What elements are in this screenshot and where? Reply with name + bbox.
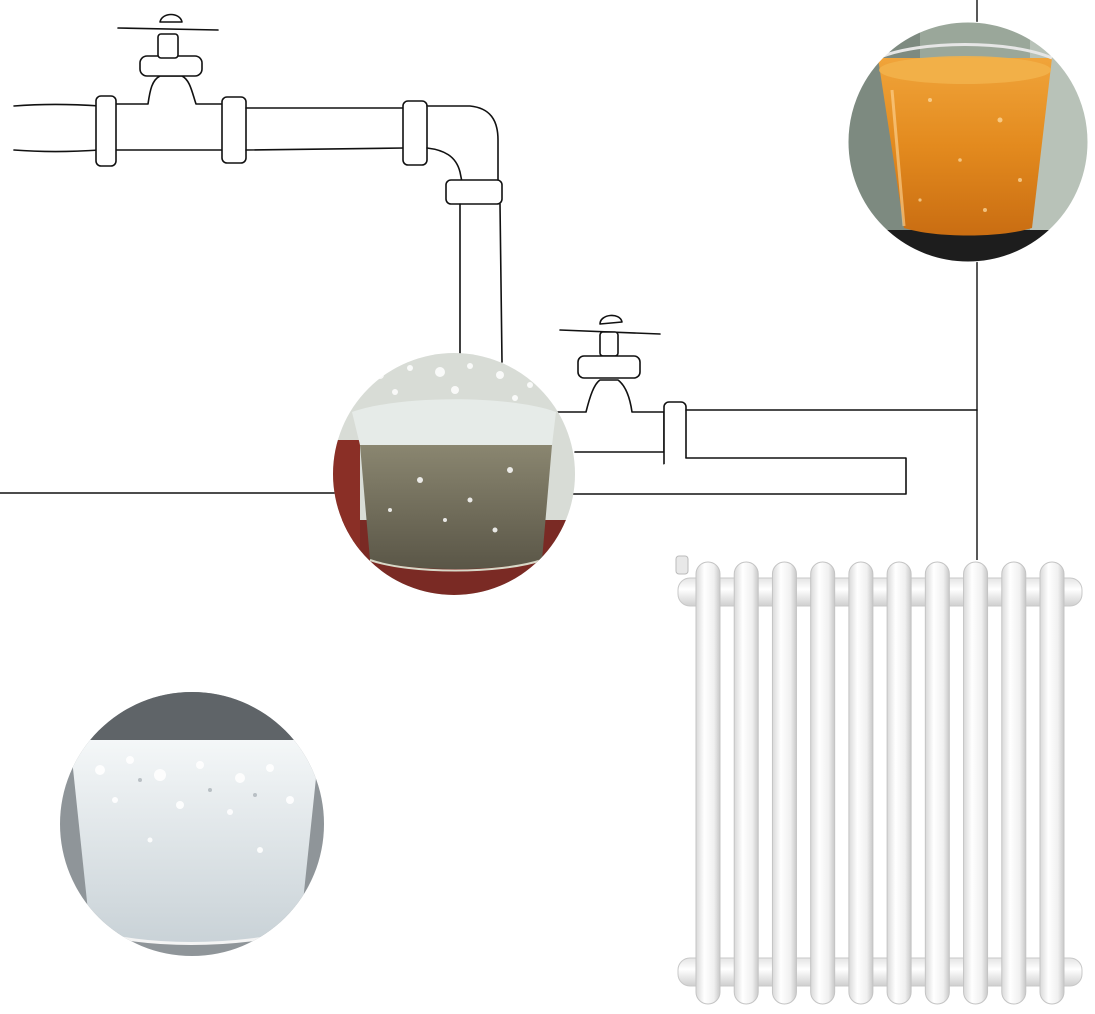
- radiator-column: [963, 561, 989, 1005]
- grey-water-sample: [333, 353, 575, 595]
- radiator-column: [1039, 561, 1065, 1005]
- lower-pipe: [551, 314, 978, 495]
- upper-pipe: [13, 13, 503, 363]
- orange-sample-border: [847, 21, 1089, 263]
- radiator-column: [771, 561, 797, 1005]
- clear-water-sample: [60, 692, 324, 956]
- radiator-column: [695, 561, 721, 1005]
- radiator-column: [848, 561, 874, 1005]
- radiator-column: [733, 561, 759, 1005]
- radiator-column: [924, 561, 950, 1005]
- radiator-column: [886, 561, 912, 1005]
- radiator: [675, 555, 1083, 1005]
- radiator-valve: [675, 555, 689, 575]
- radiator-column: [1001, 561, 1027, 1005]
- radiator-column: [810, 561, 836, 1005]
- radiator-columns: [695, 561, 1065, 1005]
- orange-water-sample: [848, 22, 1088, 262]
